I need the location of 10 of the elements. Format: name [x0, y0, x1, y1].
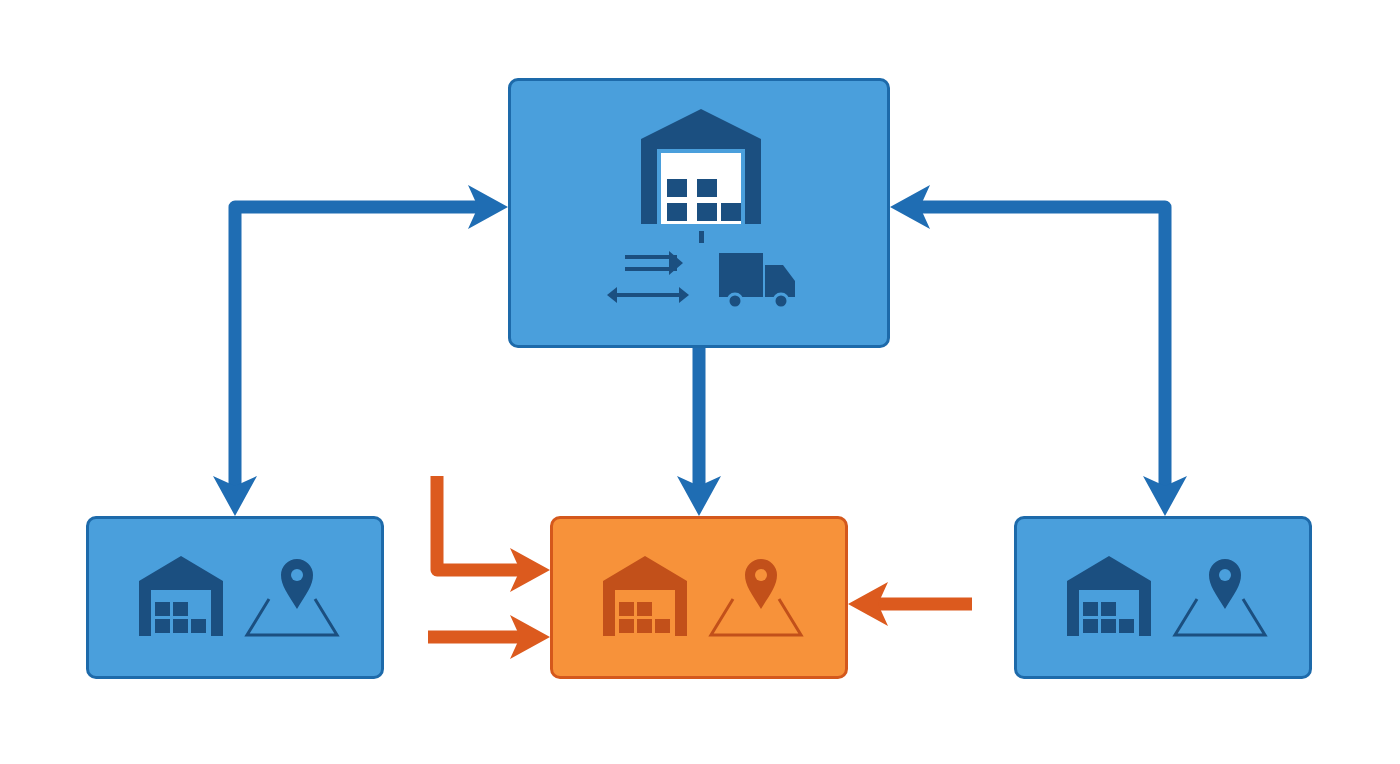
- process-box: [550, 516, 848, 679]
- arrow: [430, 476, 550, 592]
- process-box: [1014, 516, 1312, 679]
- arrow: [848, 582, 972, 626]
- arrow: [890, 185, 1187, 516]
- arrow: [677, 348, 721, 516]
- arrow: [213, 185, 508, 516]
- process-box: [508, 78, 890, 348]
- process-box: [86, 516, 384, 679]
- arrow: [428, 615, 550, 659]
